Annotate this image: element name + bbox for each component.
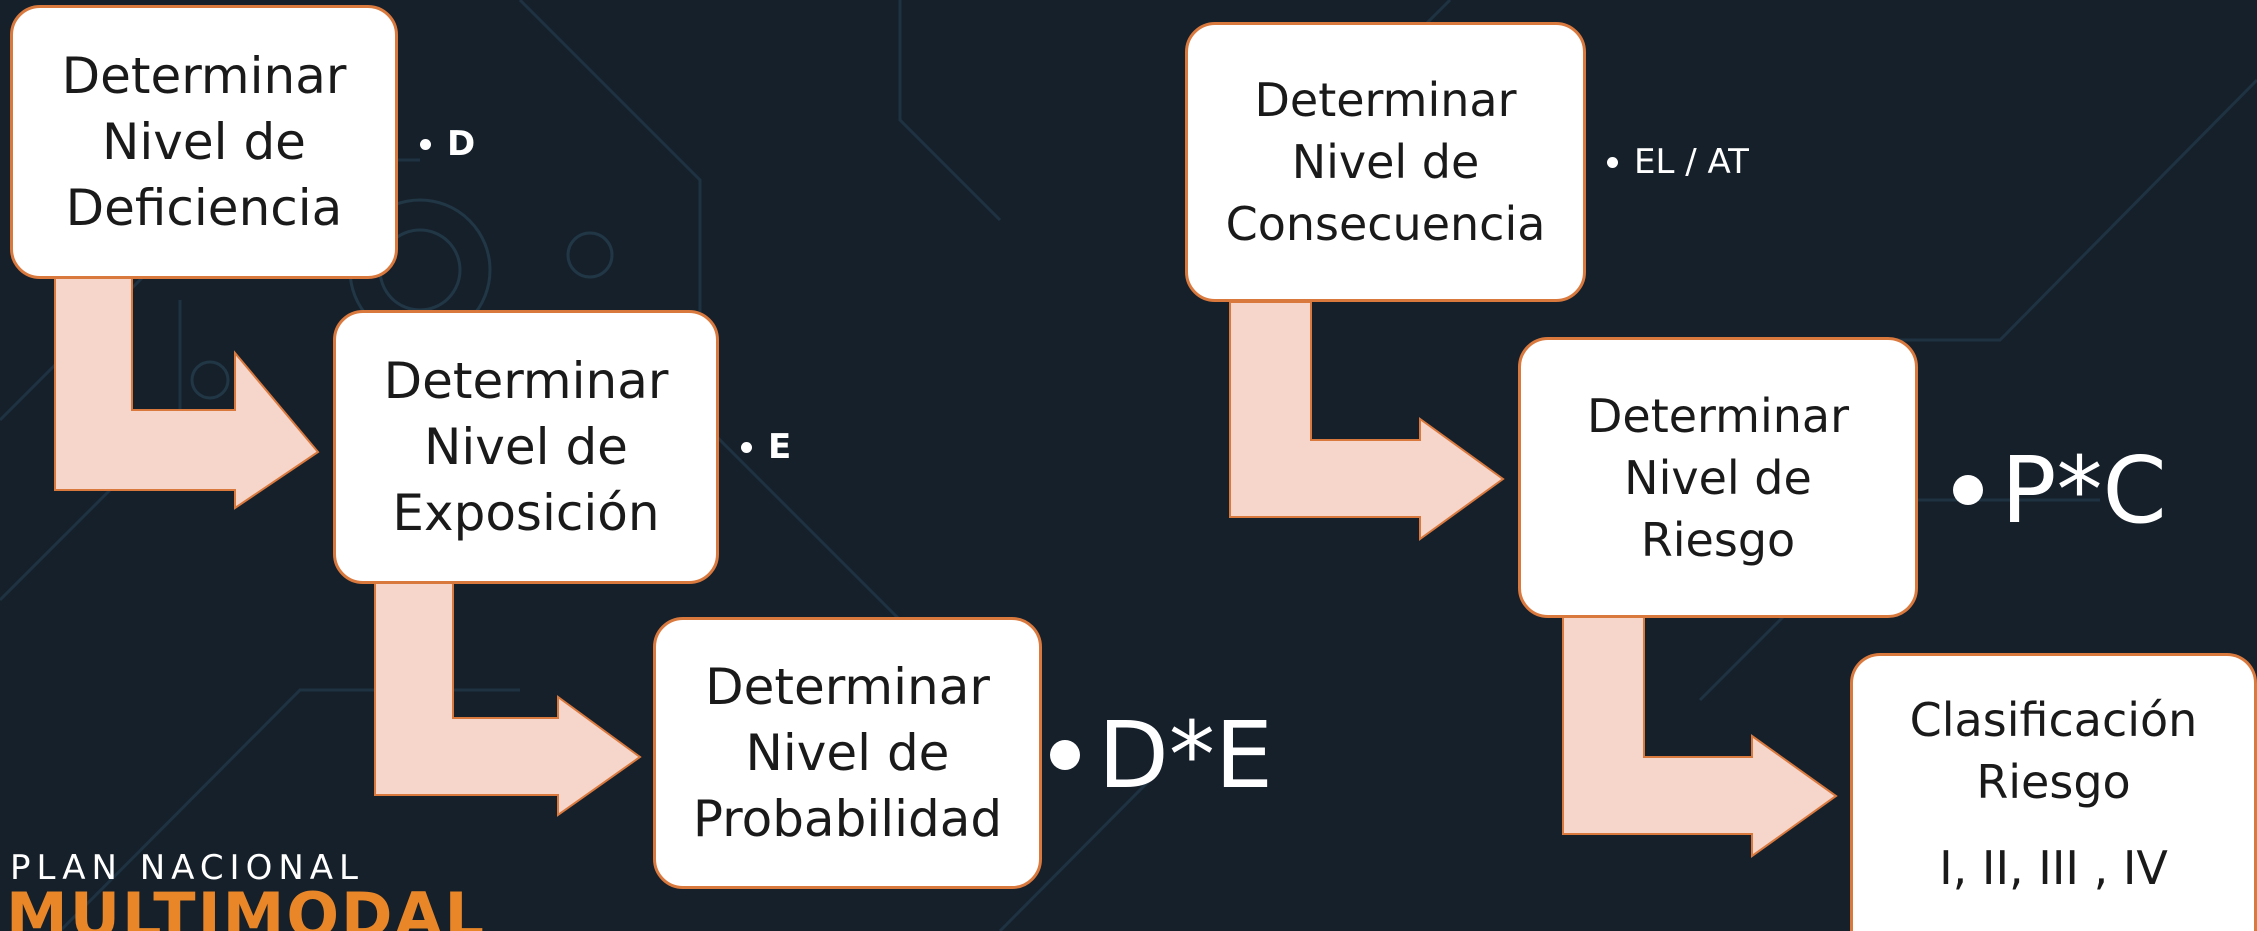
bullet-dot-icon xyxy=(1607,156,1618,168)
bullet-d-text: D xyxy=(447,124,476,164)
box-exposicion-text: Determinar Nivel de Exposición xyxy=(383,352,669,542)
bullet-de-text: D*E xyxy=(1098,701,1273,809)
box-clasificacion-title: Clasificación Riesgo xyxy=(1909,692,2198,809)
bullet-pc: P*C xyxy=(1953,437,2167,544)
arrow-consecuencia-to-riesgo xyxy=(1229,301,1505,541)
bullet-e: E xyxy=(741,425,791,469)
box-probabilidad: Determinar Nivel de Probabilidad xyxy=(653,617,1042,889)
box-deficiencia: Determinar Nivel de Deficiencia xyxy=(10,5,398,279)
logo-caption: PLAN NACIONAL xyxy=(10,848,364,888)
box-riesgo-text: Determinar Nivel de Riesgo xyxy=(1586,388,1849,567)
bullet-dot-icon xyxy=(741,441,752,453)
arrow-exposicion-to-probabilidad xyxy=(374,581,642,817)
bullet-dot-icon xyxy=(1050,740,1080,770)
box-deficiencia-text: Determinar Nivel de Deficiencia xyxy=(61,47,347,237)
arrow-deficiencia-to-exposicion xyxy=(54,277,320,510)
bullet-e-text: E xyxy=(768,427,792,467)
bullet-elat-text: EL / AT xyxy=(1634,142,1749,182)
box-exposicion: Determinar Nivel de Exposición xyxy=(333,310,719,584)
box-clasificacion-levels: I, II, III , IV xyxy=(1939,840,2168,895)
box-consecuencia-text: Determinar Nivel de Consecuencia xyxy=(1225,73,1546,251)
bullet-dot-icon xyxy=(420,138,431,150)
bullet-d: D xyxy=(420,122,475,166)
arrow-riesgo-to-clasificacion xyxy=(1562,616,1838,858)
bullet-dot-icon xyxy=(1953,475,1983,505)
bullet-pc-text: P*C xyxy=(2001,436,2167,544)
box-clasificacion: Clasificación Riesgo I, II, III , IV xyxy=(1850,653,2257,931)
box-riesgo: Determinar Nivel de Riesgo xyxy=(1518,337,1918,618)
box-consecuencia: Determinar Nivel de Consecuencia xyxy=(1185,22,1586,302)
bullet-de: D*E xyxy=(1050,702,1273,809)
logo-wordmark: MULTIMODAL xyxy=(6,885,487,931)
bullet-elat: EL / AT xyxy=(1607,140,1749,184)
box-probabilidad-text: Determinar Nivel de Probabilidad xyxy=(692,658,1003,848)
